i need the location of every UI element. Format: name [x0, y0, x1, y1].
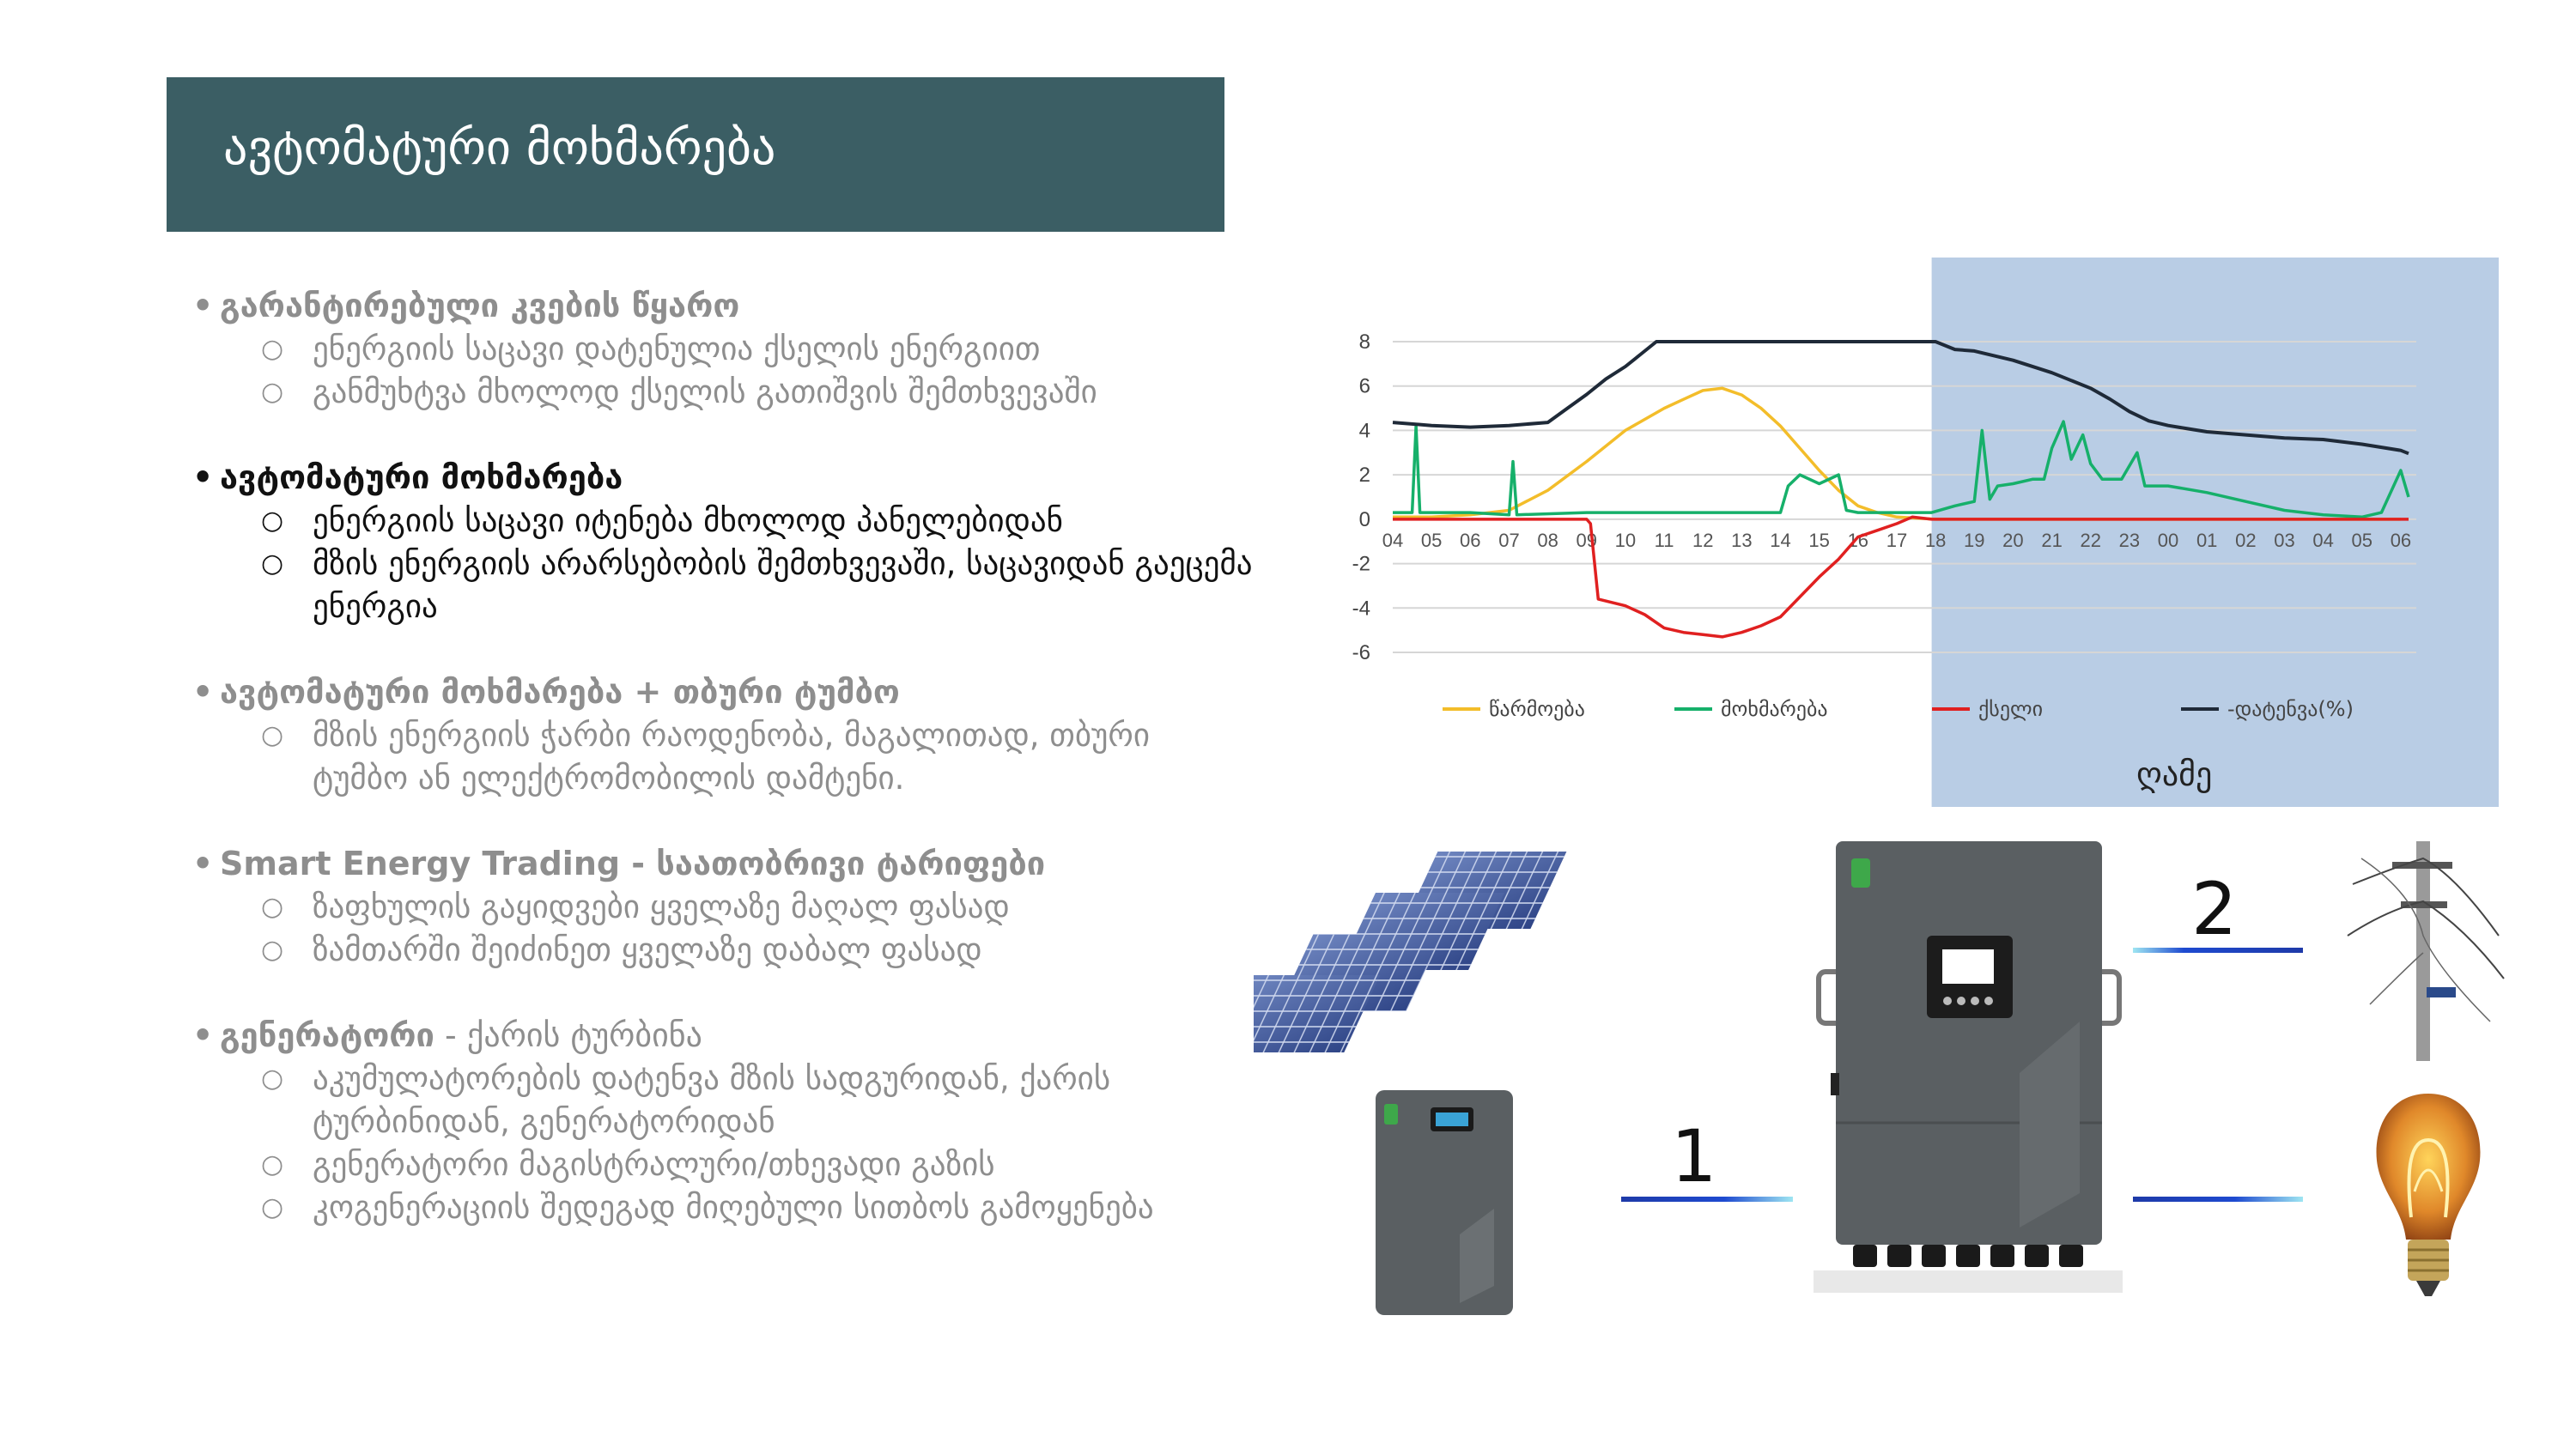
connection-line-grid: [2133, 948, 2303, 953]
y-tick-label: -6: [1352, 641, 1370, 664]
bullet-heading-suffix: - ქარის ტურბინა: [434, 1016, 702, 1054]
bullet-subitem: ენერგიის საცავი იტენება მხოლოდ პანელებიდ…: [189, 500, 1254, 543]
x-tick-label: 20: [2002, 530, 2023, 551]
x-tick-label: 12: [1692, 530, 1713, 551]
night-band: [1931, 258, 2499, 807]
legend-label: მოხმარება: [1721, 697, 1828, 721]
connection-label-2: 2: [2191, 867, 2238, 951]
night-label: ღამე: [2136, 755, 2213, 793]
x-tick-label: 06: [1460, 530, 1480, 551]
bullet-heading: ავტომატური მოხმარება + თბური ტუმბო: [189, 670, 1254, 714]
y-tick-label: -4: [1352, 597, 1370, 620]
connection-line-load: [2133, 1197, 2303, 1202]
title-banner: ავტომატური მოხმარება: [167, 77, 1224, 232]
slide-title: ავტომატური მოხმარება: [223, 120, 776, 176]
y-tick-label: 0: [1359, 508, 1370, 531]
x-tick-label: 04: [1382, 530, 1403, 551]
x-tick-label: 07: [1498, 530, 1519, 551]
bullet-heading: Smart Energy Trading - საათობრივი ტარიფე…: [189, 841, 1254, 886]
bullet-subitem: ზამთარში შეიძინეთ ყველაზე დაბალ ფასად: [189, 929, 1254, 972]
x-tick-label: 13: [1731, 530, 1752, 551]
x-tick-label: 11: [1655, 530, 1674, 551]
inverter-icon: [1814, 841, 2123, 1293]
x-tick-label: 06: [2391, 530, 2411, 551]
bullet-group-generator: გენერატორი - ქარის ტურბინა აკუმულატორები…: [189, 1013, 1254, 1229]
x-tick-label: 05: [1421, 530, 1442, 551]
series-line-3: [1392, 340, 2409, 456]
y-tick-label: 8: [1359, 330, 1370, 354]
y-tick-label: -2: [1352, 553, 1370, 576]
bullet-group-heat-pump: ავტომატური მოხმარება + თბური ტუმბო მზის …: [189, 670, 1254, 800]
connection-label-1: 1: [1671, 1114, 1717, 1198]
series-line-1: [1393, 420, 2410, 519]
y-tick-label: 4: [1359, 419, 1370, 442]
bullet-heading: გენერატორი - ქარის ტურბინა: [189, 1013, 1254, 1058]
bullet-subitem: აკუმულატორების დატენვა მზის სადგურიდან, …: [189, 1058, 1254, 1143]
connection-line-battery: [1621, 1197, 1793, 1202]
bullet-list: გარანტირებული კვების წყარო ენერგიის საცა…: [189, 283, 1254, 1270]
bullet-subitem: ზაფხულის გაყიდვები ყველაზე მაღალ ფასად: [189, 886, 1254, 929]
bullet-subitem: განმუხტვა მხოლოდ ქსელის გათიშვის შემთხვე…: [189, 371, 1254, 414]
bullet-subitem: მზის ენერგიის არარსებობის შემთხვევაში, ს…: [189, 543, 1254, 628]
bullet-heading: გარანტირებული კვების წყარო: [189, 283, 1254, 328]
x-tick-label: 19: [1964, 530, 1984, 551]
x-tick-label: 03: [2274, 530, 2294, 551]
bullet-group-energy-trading: Smart Energy Trading - საათობრივი ტარიფე…: [189, 841, 1254, 972]
power-pole-icon: [2347, 841, 2505, 1061]
battery-storage-icon: [1376, 1090, 1513, 1315]
x-tick-label: 17: [1886, 530, 1907, 551]
legend-label: წარმოება: [1489, 697, 1585, 721]
light-bulb-icon: [2376, 1094, 2481, 1296]
bullet-subitem: ენერგიის საცავი დატენულია ქსელის ენერგიი…: [189, 328, 1254, 371]
bullet-subitem: მზის ენერგიის ჭარბი რაოდენობა, მაგალითად…: [189, 714, 1254, 800]
x-tick-label: 22: [2080, 530, 2100, 551]
solar-panels-icon: [1254, 852, 1567, 1052]
legend-label: -დატენვა(%): [2227, 697, 2354, 721]
x-tick-label: 18: [1925, 530, 1946, 551]
x-tick-label: 02: [2235, 530, 2256, 551]
legend-label: ქსელი: [1978, 697, 2043, 721]
bullet-group-backup: გარანტირებული კვების წყარო ენერგიის საცა…: [189, 283, 1254, 414]
bullet-heading-bold: გენერატორი: [220, 1016, 434, 1054]
x-tick-label: 04: [2312, 530, 2333, 551]
x-tick-label: 16: [1848, 530, 1868, 551]
energy-chart: 86420-2-4-6100500-50-1000405060708091011…: [1352, 258, 2499, 807]
x-tick-label: 14: [1770, 530, 1790, 551]
x-tick-label: 08: [1537, 530, 1558, 551]
x-tick-label: 00: [2158, 530, 2178, 551]
x-tick-label: 10: [1615, 530, 1636, 551]
x-tick-label: 01: [2196, 530, 2217, 551]
x-tick-label: 23: [2119, 530, 2140, 551]
x-tick-label: 15: [1808, 530, 1829, 551]
x-tick-label: 05: [2352, 530, 2372, 551]
bullet-subitem: კოგენერაციის შედეგად მიღებული სითბოს გამ…: [189, 1186, 1254, 1229]
series-line-2: [1393, 515, 2409, 639]
bullet-group-self-consumption: ავტომატური მოხმარება ენერგიის საცავი იტე…: [189, 455, 1254, 628]
y-tick-label: 6: [1359, 375, 1370, 398]
x-tick-label: 21: [2041, 530, 2062, 551]
y-tick-label: 2: [1359, 464, 1370, 487]
bullet-subitem: გენერატორი მაგისტრალური/თხევადი გაზის: [189, 1143, 1254, 1186]
bullet-heading: ავტომატური მოხმარება: [189, 455, 1254, 500]
